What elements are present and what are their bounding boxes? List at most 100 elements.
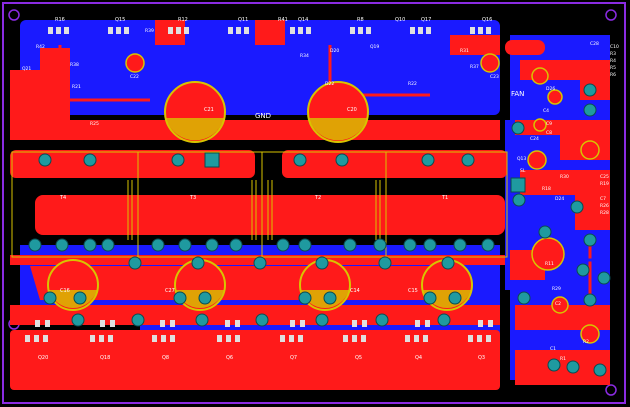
pad — [83, 238, 97, 252]
pad — [448, 291, 462, 305]
label-q17: Q17 — [421, 17, 431, 23]
label-r2: R2 — [583, 339, 589, 345]
label-t4: T4 — [59, 195, 66, 201]
pad — [55, 238, 69, 252]
transistor-pin — [34, 335, 39, 342]
label-c1: C1 — [550, 346, 556, 352]
label-q13: Q13 — [517, 156, 526, 162]
transistor-pin — [486, 335, 491, 342]
square-pad — [510, 177, 526, 193]
label-r16: R16 — [55, 17, 65, 23]
pad — [255, 313, 269, 327]
header-pin — [168, 27, 173, 34]
transistor-pin — [25, 335, 30, 342]
transistor-pin — [108, 335, 113, 342]
label-r41: R41 — [278, 17, 288, 23]
label-r4: R4 — [610, 58, 616, 64]
pad — [131, 313, 145, 327]
pad — [171, 153, 185, 167]
label-c8: C8 — [546, 130, 552, 136]
label-c10: C10 — [610, 44, 619, 50]
pad — [173, 291, 187, 305]
header-pin — [56, 27, 61, 34]
label-c23: C23 — [490, 74, 499, 80]
transistor-pin — [289, 335, 294, 342]
label-r19: R19 — [600, 181, 609, 187]
header-pin — [426, 27, 431, 34]
resistor-pad — [488, 320, 493, 327]
pad — [437, 313, 451, 327]
pad — [128, 256, 142, 270]
pad — [593, 363, 607, 377]
label-q15: Q15 — [115, 17, 125, 23]
capacitor-c20 — [307, 81, 369, 143]
misc-component-labels: R42Q21R38C22R39D20R34Q19R31R37C23R22R21D… — [22, 28, 619, 362]
label-q4: Q4 — [415, 355, 422, 361]
label-r21: R21 — [72, 84, 81, 90]
pad — [373, 238, 387, 252]
square-pad — [204, 152, 220, 168]
label-r8: R8 — [357, 17, 364, 23]
label-c2: C2 — [555, 301, 561, 307]
pad — [195, 313, 209, 327]
label-c28: C28 — [590, 41, 599, 47]
pad — [315, 313, 329, 327]
transistor-pin — [352, 335, 357, 342]
pad — [253, 256, 267, 270]
pad — [73, 291, 87, 305]
resistor-pad — [110, 320, 115, 327]
resistor-pad — [300, 320, 305, 327]
label-q11: Q11 — [238, 17, 248, 23]
label-r1: R1 — [560, 356, 566, 362]
label-t2: T2 — [314, 195, 321, 201]
transistor-pin — [280, 335, 285, 342]
label-r11: R11 — [545, 261, 554, 267]
resistor-pad — [100, 320, 105, 327]
transistor-pin — [414, 335, 419, 342]
transistor-pin — [90, 335, 95, 342]
pad — [298, 238, 312, 252]
resistor-pad — [160, 320, 165, 327]
label-r42: R42 — [36, 44, 45, 50]
header-pin — [306, 27, 311, 34]
pad — [83, 153, 97, 167]
pad — [547, 358, 561, 372]
pad — [38, 153, 52, 167]
pad — [378, 256, 392, 270]
header-pin — [350, 27, 355, 34]
label-d22: D22 — [325, 81, 334, 87]
transistor-pin — [161, 335, 166, 342]
pad — [566, 360, 580, 374]
label-t3: T3 — [189, 195, 196, 201]
label-c25: C25 — [600, 174, 609, 180]
pad — [570, 200, 584, 214]
pad — [423, 291, 437, 305]
pad — [276, 238, 290, 252]
mount-hole-bottom-right — [605, 384, 617, 396]
pad — [583, 103, 597, 117]
resistor-pad — [290, 320, 295, 327]
pad — [583, 83, 597, 97]
header-pin — [470, 27, 475, 34]
pad — [461, 153, 475, 167]
label-q7: Q7 — [290, 355, 297, 361]
label-c16: C16 — [60, 288, 70, 294]
header-pin — [244, 27, 249, 34]
pad — [538, 225, 552, 239]
transistor-pin — [361, 335, 366, 342]
pad — [421, 153, 435, 167]
resistor-pad — [352, 320, 357, 327]
header-pin — [358, 27, 363, 34]
resistor-pad — [170, 320, 175, 327]
label-d20: D20 — [330, 48, 339, 54]
pad — [576, 263, 590, 277]
label-r38: R38 — [70, 62, 79, 68]
label-r25: R25 — [90, 121, 99, 127]
smd-pads — [25, 27, 493, 342]
header-pin — [184, 27, 189, 34]
header-pin — [124, 27, 129, 34]
